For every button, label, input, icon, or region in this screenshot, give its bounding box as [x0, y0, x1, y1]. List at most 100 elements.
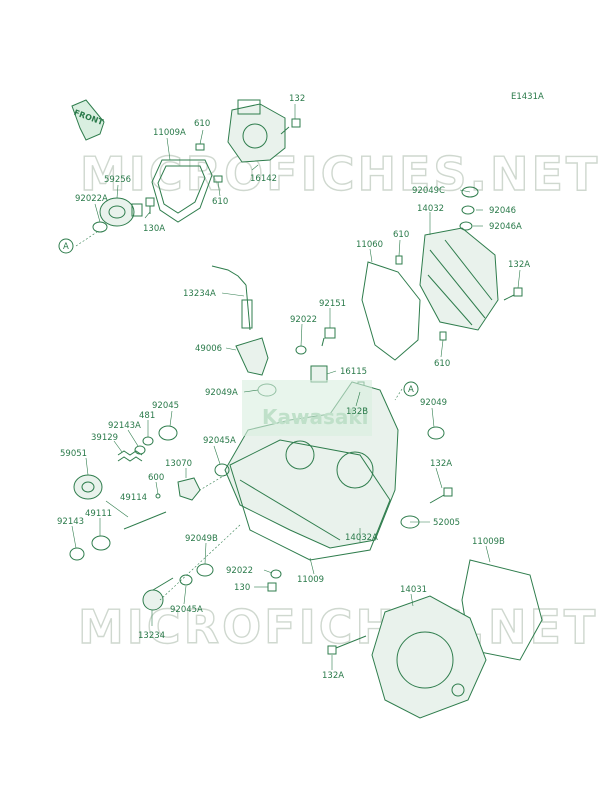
bolt-132A-right	[503, 287, 523, 301]
part-label: 92045	[152, 401, 179, 411]
part-label: 92022	[290, 315, 317, 325]
part-label: 132B	[346, 407, 368, 417]
part-label: 16115	[340, 367, 367, 377]
part-label: 49006	[195, 344, 222, 354]
oil-seal-92046A	[459, 221, 473, 231]
part-label: 132	[289, 94, 305, 104]
part-label: 92151	[319, 299, 346, 309]
part-label: 92049	[420, 398, 447, 408]
part-label: 59051	[60, 449, 87, 459]
part-label: 132A	[430, 459, 452, 469]
gasket-11060	[361, 261, 421, 361]
part-label: 132A	[322, 671, 344, 681]
clutch-cover-14031	[371, 595, 487, 719]
spring-39129	[117, 450, 143, 462]
part-label: 132A	[508, 260, 530, 270]
bolt-132A-bottom	[327, 635, 367, 655]
part-label: 92046A	[489, 222, 522, 232]
bolt-130A	[145, 197, 155, 214]
part-label: 481	[139, 411, 155, 421]
bolt-130	[267, 582, 277, 592]
part-label: 92045A	[203, 436, 236, 446]
gear-59051	[73, 474, 103, 500]
plug-92151	[321, 327, 336, 347]
part-label: 13070	[165, 459, 192, 469]
part-label: 92022A	[75, 194, 108, 204]
logo-text: Kawasaki	[262, 405, 369, 429]
pump-cover-gasket	[151, 159, 213, 223]
kawasaki-logo: Kawasaki	[242, 380, 372, 436]
shaft-49111	[91, 535, 111, 551]
leader-lines	[71, 104, 521, 670]
ref-a-left-label: A	[63, 242, 69, 252]
lever-49006	[235, 337, 269, 376]
oil-seal-92049	[427, 426, 445, 440]
washer-92045A-bottom	[179, 574, 193, 586]
part-label: 13234A	[183, 289, 216, 299]
bearing-92049B	[196, 563, 214, 577]
gasket-11009B	[461, 559, 543, 661]
water-pump-housing	[227, 99, 286, 163]
washer-92022A	[92, 221, 108, 233]
watermark-bottom: MICROFICHES.NET	[78, 600, 598, 654]
part-label: 610	[434, 359, 450, 369]
part-label: 600	[148, 473, 164, 483]
clutch-cover-14032	[419, 227, 499, 331]
gasket-11009	[229, 439, 391, 561]
part-label: 92049C	[412, 186, 445, 196]
oil-seal-92049C	[461, 186, 479, 198]
part-label: 92143A	[108, 421, 141, 431]
circlip-92143	[69, 547, 85, 561]
washer-92022	[295, 345, 307, 355]
washer-92022-bottom	[270, 569, 282, 579]
shaft-49114	[123, 511, 167, 530]
part-label: 92049B	[185, 534, 218, 544]
part-label: 16142	[250, 174, 277, 184]
part-label: 130A	[143, 224, 165, 234]
circlip-481	[142, 436, 154, 446]
front-arrow-icon: FRONT	[71, 99, 105, 141]
dowel-pin-610-d	[439, 331, 447, 341]
part-label: 11060	[356, 240, 383, 250]
part-label: 49111	[85, 509, 112, 519]
part-label: 610	[212, 197, 228, 207]
reference-marker-a-left: A	[58, 238, 74, 254]
watermark-top: MICROFICHES.NET	[80, 147, 600, 201]
part-label: 92046	[489, 206, 516, 216]
part-label: 11009B	[472, 537, 505, 547]
part-label: 14032	[417, 204, 444, 214]
circlip-92143A	[134, 445, 146, 455]
part-label: 59256	[104, 175, 131, 185]
part-label: 130	[234, 583, 250, 593]
part-label: 39129	[91, 433, 118, 443]
dowel-pin-610-c	[395, 255, 403, 265]
part-label: 92045A	[170, 605, 203, 615]
plug-16115	[310, 365, 328, 383]
part-label: 52005	[433, 518, 460, 528]
ball-600	[155, 493, 161, 499]
diagram-code: E1431A	[511, 92, 544, 102]
part-label: 14031	[400, 585, 427, 595]
oil-seal-92046	[461, 205, 475, 215]
ref-a-right-label: A	[408, 385, 414, 395]
part-label: 13234	[138, 631, 165, 641]
part-label: 92022	[226, 566, 253, 576]
part-label: 11009A	[153, 128, 186, 138]
part-label: 14032A	[345, 533, 378, 543]
part-label: 610	[393, 230, 409, 240]
bolt-132-top	[280, 118, 301, 135]
bolt-132A-mid	[429, 487, 453, 504]
part-label: 49114	[120, 493, 147, 503]
kick-gear-13234	[142, 577, 174, 611]
part-label: 610	[194, 119, 210, 129]
part-label: 92049A	[205, 388, 238, 398]
impeller-13070	[177, 477, 201, 501]
part-labels: 11009A 610 132 59256 16142 610 92022A 13…	[57, 94, 530, 681]
seal-92045A-top	[214, 463, 230, 477]
part-label: 11009	[297, 575, 324, 585]
reference-marker-a-right: A	[403, 381, 419, 397]
oil-seal-92045	[158, 425, 178, 441]
kick-shaft-13234A	[211, 265, 253, 331]
part-label: 92143	[57, 517, 84, 527]
